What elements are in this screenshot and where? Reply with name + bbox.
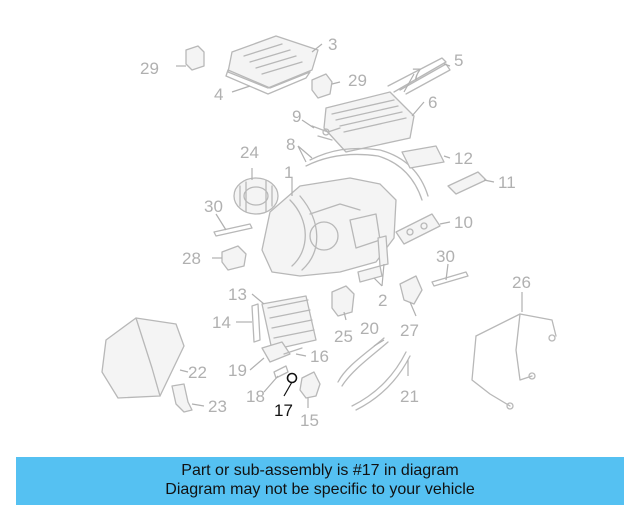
banner-disclaimer-line: Diagram may not be specific to your vehi… <box>165 481 475 498</box>
part-27-bracket <box>399 275 423 305</box>
callout-7: 7 <box>412 65 421 84</box>
part-5-bracket <box>387 57 451 95</box>
part-23-bracket <box>171 383 193 413</box>
callout-24: 24 <box>240 143 259 162</box>
callout-3: 3 <box>328 35 337 54</box>
callout-29: 29 <box>140 59 159 78</box>
callout-23: 23 <box>208 397 227 416</box>
part-19-valve <box>261 341 291 363</box>
callout-29: 29 <box>348 71 367 90</box>
parts-diagram: 29 3 4 29 5 7 6 9 8 12 11 1 10 24 30 28 … <box>101 35 557 430</box>
part-10-actuator <box>395 213 441 245</box>
part-24-blower <box>233 177 279 215</box>
part-21-hose <box>351 351 411 411</box>
callout-13: 13 <box>228 285 247 304</box>
part-6-heater-core <box>323 91 415 153</box>
callout-30: 30 <box>436 247 455 266</box>
part-4-gasket <box>225 69 311 95</box>
part-16-oring <box>283 347 303 355</box>
callout-4: 4 <box>214 85 223 104</box>
part-3-housing <box>227 35 319 89</box>
callout-22: 22 <box>188 363 207 382</box>
part-30-rod-left <box>213 223 253 237</box>
part-18-bolt <box>273 365 289 379</box>
callout-6: 6 <box>428 93 437 112</box>
callout-21: 21 <box>400 387 419 406</box>
banner-part-line: Part or sub-assembly is #17 in diagram <box>181 462 459 479</box>
part-28-actuator <box>221 245 247 271</box>
part-29-clip <box>185 45 205 71</box>
part-15-valve <box>299 371 321 399</box>
callout-12: 12 <box>454 149 473 168</box>
callout-26: 26 <box>512 273 531 292</box>
callout-25: 25 <box>334 327 353 346</box>
part-20-hose <box>337 337 389 387</box>
part-29-bracket <box>311 73 333 99</box>
callout-27: 27 <box>400 321 419 340</box>
callout-9: 9 <box>292 107 301 126</box>
part-22-duct <box>101 317 185 399</box>
callout-11: 11 <box>498 173 516 192</box>
callout-17: 17 <box>274 401 293 420</box>
callout-8: 8 <box>286 135 295 154</box>
part-14-seal <box>251 303 261 343</box>
callout-30: 30 <box>204 197 223 216</box>
part-11-flap <box>447 171 487 195</box>
part-25-actuator <box>331 285 355 317</box>
leader-lines <box>176 43 523 408</box>
info-banner: Part or sub-assembly is #17 in diagram D… <box>16 457 624 505</box>
part-1-hvac-case <box>261 177 397 277</box>
part-17-oring <box>286 372 298 384</box>
part-12-filter <box>401 145 445 169</box>
part-13-evaporator <box>261 295 317 351</box>
part-30-rod-right <box>431 271 469 287</box>
callout-15: 15 <box>300 411 319 430</box>
part-2-sensor <box>357 235 389 283</box>
callout-19: 19 <box>228 361 247 380</box>
callout-10: 10 <box>454 213 473 232</box>
part-9-fitting <box>311 125 341 141</box>
callout-2: 2 <box>378 291 387 310</box>
callout-16: 16 <box>310 347 329 366</box>
callout-18: 18 <box>246 387 265 406</box>
callout-20: 20 <box>360 319 379 338</box>
part-26-harness <box>471 313 557 410</box>
callout-labels: 29 3 4 29 5 7 6 9 8 12 11 1 10 24 30 28 … <box>140 35 531 430</box>
callout-1: 1 <box>284 163 293 182</box>
callout-5: 5 <box>454 51 463 70</box>
callout-28: 28 <box>182 249 201 268</box>
part-8-pipe <box>305 147 429 201</box>
callout-14: 14 <box>212 313 231 332</box>
